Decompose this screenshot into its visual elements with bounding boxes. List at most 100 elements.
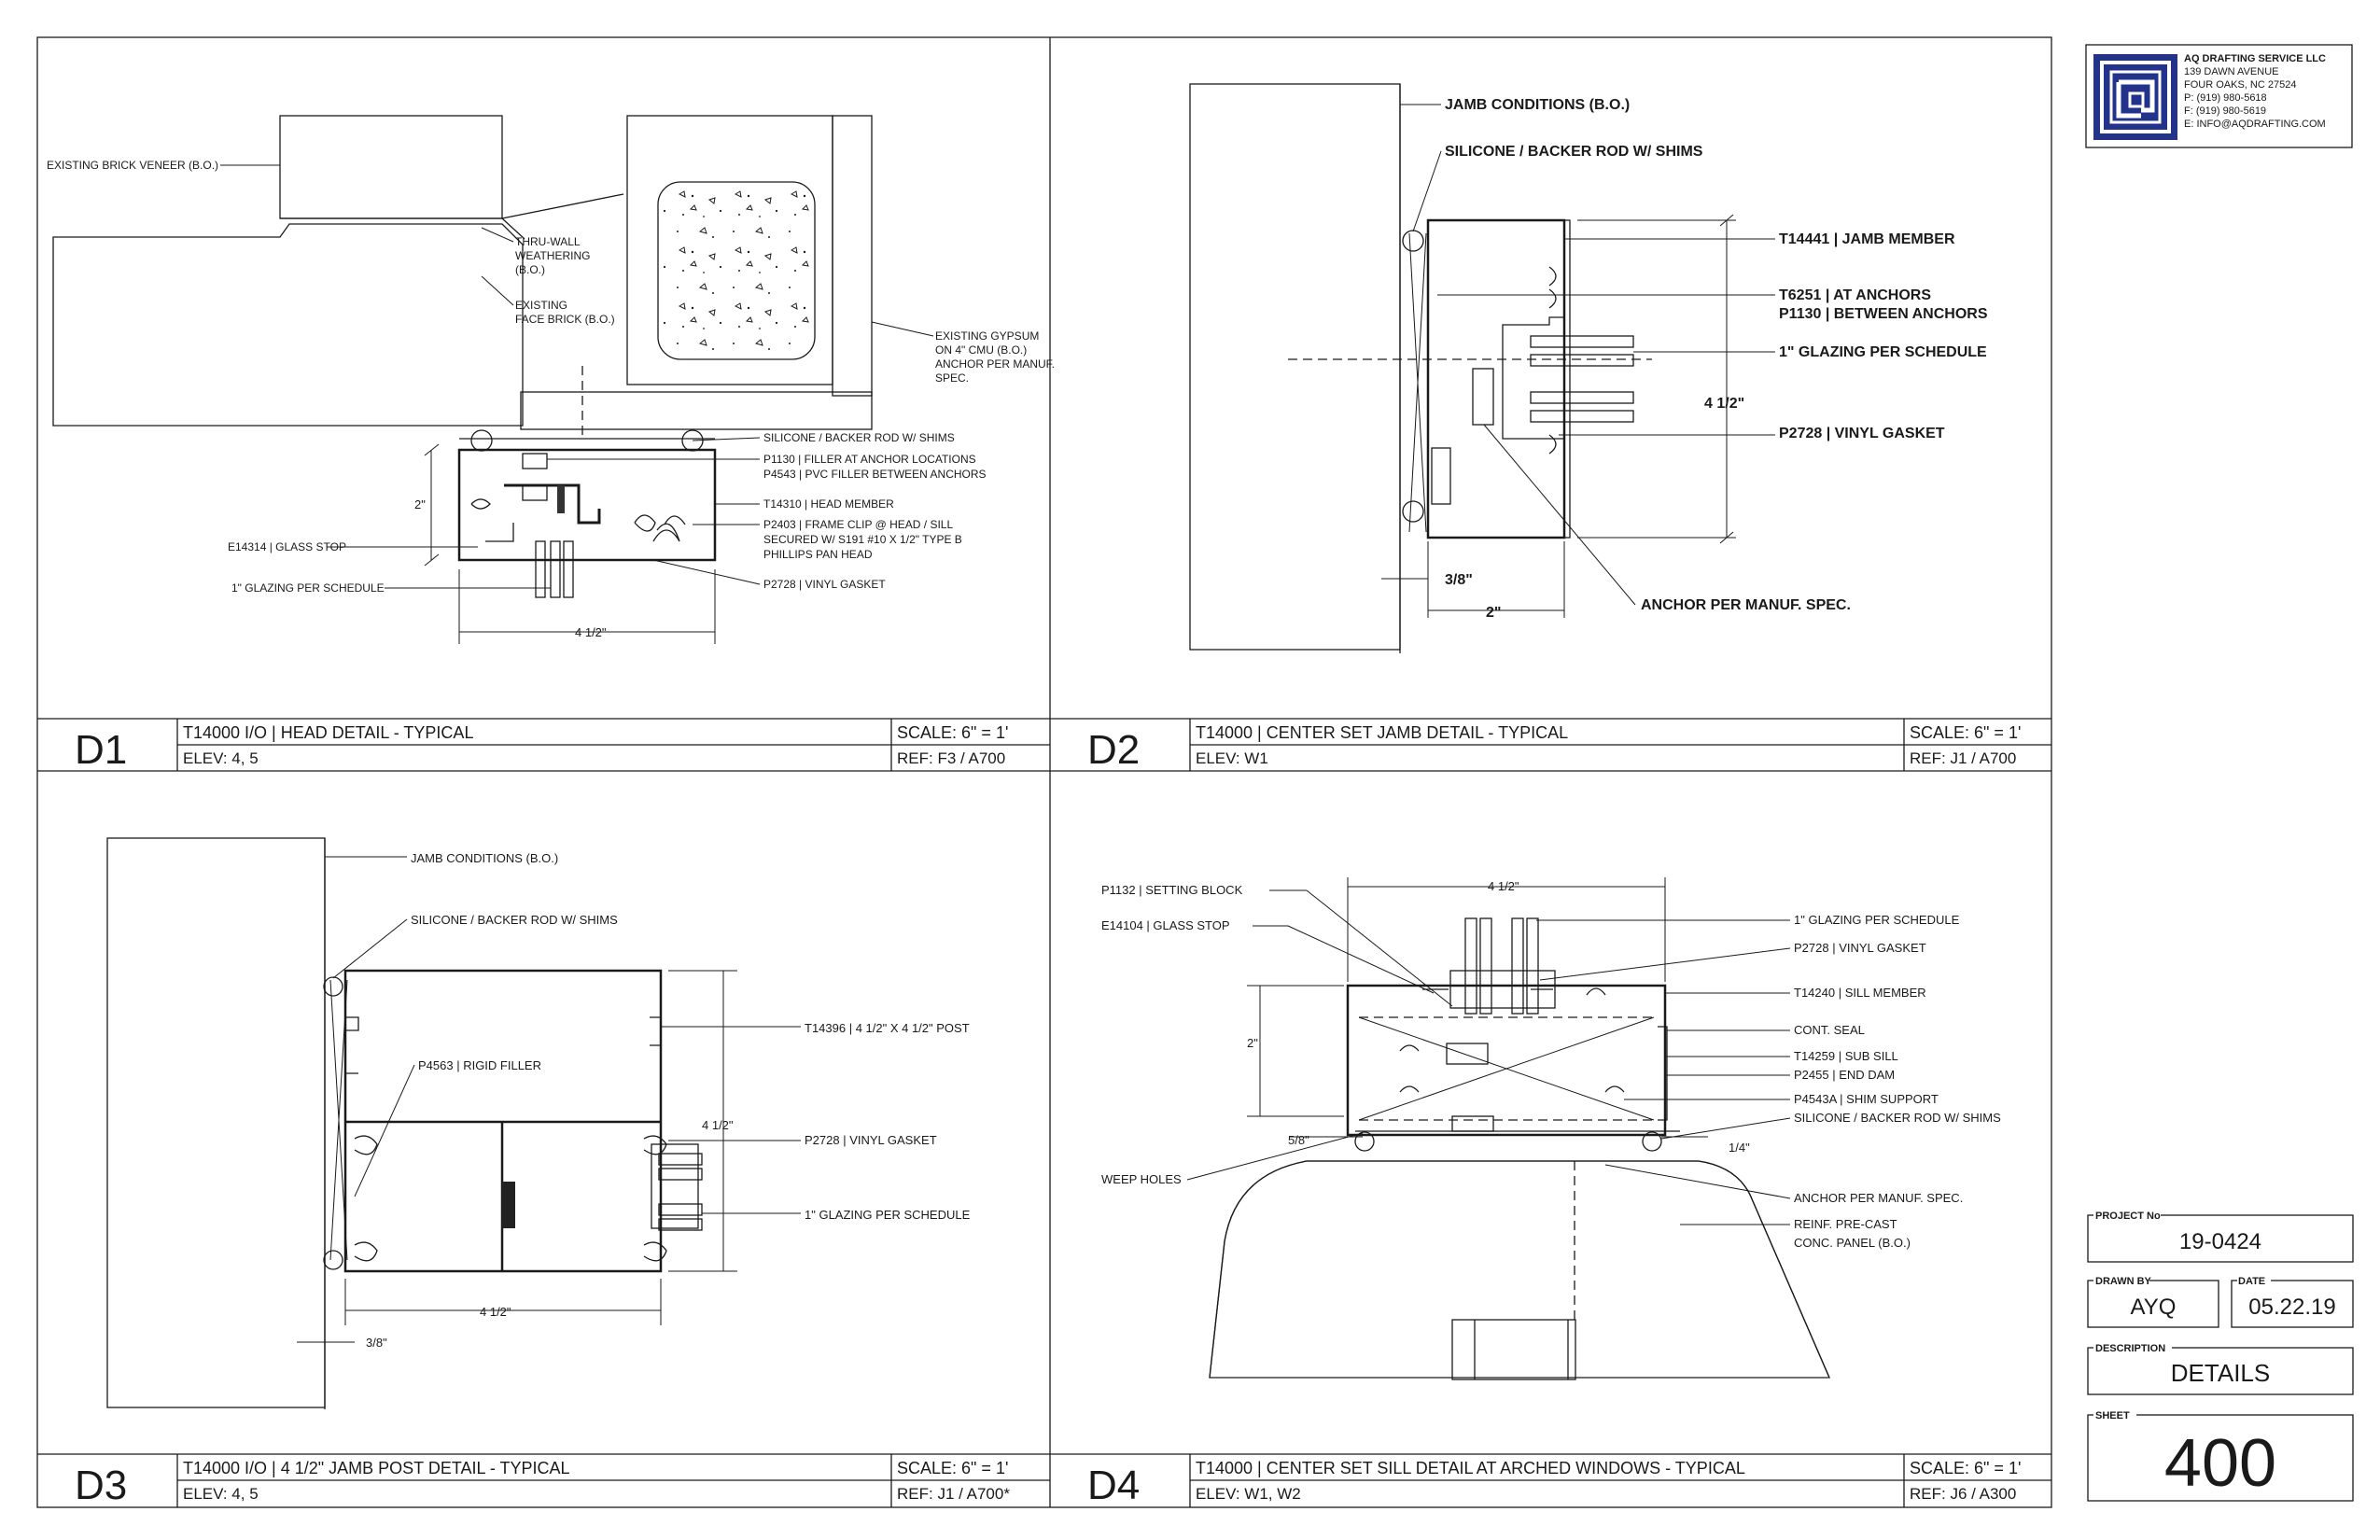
drawing-label: CONC. PANEL (B.O.) xyxy=(1794,1236,1911,1250)
drawing-label: T14259 | SUB SILL xyxy=(1794,1049,1898,1063)
d4-title: T14000 | CENTER SET SILL DETAIL AT ARCHE… xyxy=(1196,1459,1745,1477)
drawing-label: DATE xyxy=(2238,1276,2265,1287)
company-logo xyxy=(2093,54,2177,140)
drawing-label: CONT. SEAL xyxy=(1794,1023,1865,1037)
d4-scale: SCALE: 6" = 1' xyxy=(1910,1459,2021,1477)
drawing-label: SILICONE / BACKER ROD W/ SHIMS xyxy=(411,913,618,927)
drawing-label: 19-0424 xyxy=(2179,1229,2261,1254)
d1-ref: REF: F3 / A700 xyxy=(897,749,1005,767)
drawing-label: WEEP HOLES xyxy=(1101,1172,1182,1186)
d2-elev: ELEV: W1 xyxy=(1196,749,1268,767)
drawing-label: P1132 | SETTING BLOCK xyxy=(1101,883,1243,897)
title-strips xyxy=(37,718,2051,1507)
drawing-label: 1" GLAZING PER SCHEDULE xyxy=(1779,344,1987,360)
d2-title: T14000 | CENTER SET JAMB DETAIL - TYPICA… xyxy=(1196,723,1568,742)
drawing-label: JAMB CONDITIONS (B.O.) xyxy=(1445,97,1630,113)
drawing-label: T14310 | HEAD MEMBER xyxy=(763,497,894,511)
project-number-box: PROJECT No 19-0424 xyxy=(2087,1210,2354,1263)
d1-head-detail: 2" 4 1/2" EXISTING BRICK VENEER (B.O.) T… xyxy=(47,115,1055,644)
company-block: AQ DRAFTING SERVICE LLC 139 DAWN AVENUE … xyxy=(2085,44,2353,148)
d4-ref: REF: J6 / A300 xyxy=(1910,1485,2016,1503)
drawing-label: P4543 | PVC FILLER BETWEEN ANCHORS xyxy=(763,468,987,481)
d1-elev: ELEV: 4, 5 xyxy=(183,749,259,767)
drawing-label: PHILLIPS PAN HEAD xyxy=(763,548,873,561)
drawing-label: F: (919) 980-5619 xyxy=(2184,105,2266,117)
drawing-label: EXISTING GYPSUM xyxy=(935,329,1039,343)
drawing-label: E14314 | GLASS STOP xyxy=(228,540,346,553)
drawing-label: REINF. PRE-CAST xyxy=(1794,1217,1897,1231)
drawing-label: EXISTING BRICK VENEER (B.O.) xyxy=(47,159,218,172)
drawing-label: P2728 | VINYL GASKET xyxy=(763,578,886,591)
drawing-label: DESCRIPTION xyxy=(2095,1343,2165,1354)
drawing-label: E: INFO@AQDRAFTING.COM xyxy=(2184,119,2326,130)
drawing-label: P2728 | VINYL GASKET xyxy=(805,1133,937,1147)
d3-title: T14000 I/O | 4 1/2" JAMB POST DETAIL - T… xyxy=(183,1459,570,1477)
drawing-label: P2455 | END DAM xyxy=(1794,1068,1895,1082)
drawn-by-box: DRAWN BY AYQ xyxy=(2087,1275,2219,1328)
drawing-label: 3/8" xyxy=(366,1336,387,1350)
drawing-label: P2728 | VINYL GASKET xyxy=(1794,941,1926,955)
drawing-label: THRU-WALL xyxy=(515,235,581,248)
d2-ref: REF: J1 / A700 xyxy=(1910,749,2016,767)
drawing-label: P2403 | FRAME CLIP @ HEAD / SILL xyxy=(763,518,953,531)
drawing-label: T6251 | AT ANCHORS xyxy=(1779,287,1931,303)
drawing-label: ANCHOR PER MANUF. SPEC. xyxy=(1794,1191,1963,1205)
drawing-label: 4 1/2" xyxy=(480,1305,511,1319)
date-box: DATE 05.22.19 xyxy=(2231,1275,2354,1328)
drawing-label: WEATHERING xyxy=(515,249,590,262)
drawing-label: FOUR OAKS, NC 27524 xyxy=(2184,79,2296,91)
drawing-label: P1130 | BETWEEN ANCHORS xyxy=(1779,306,1988,322)
drawing-label: SILICONE / BACKER ROD W/ SHIMS xyxy=(763,431,955,444)
drawing-label: 3/8" xyxy=(1445,572,1473,588)
drawing-label: ANCHOR PER MANUF. SPEC. xyxy=(1641,597,1851,613)
drawing-label: P2728 | VINYL GASKET xyxy=(1779,426,1945,441)
drawing-label: 1/4" xyxy=(1729,1141,1750,1155)
sheet-number-box: SHEET 400 xyxy=(2087,1409,2354,1502)
drawing-label: ANCHOR PER MANUF. xyxy=(935,357,1055,371)
drawing-label: 05.22.19 xyxy=(2248,1295,2335,1320)
d1-id: D1 xyxy=(75,727,127,773)
drawing-label: 1" GLAZING PER SCHEDULE xyxy=(805,1208,971,1222)
drawing-label: 400 xyxy=(2164,1426,2276,1501)
drawing-label: FACE BRICK (B.O.) xyxy=(515,313,615,326)
drawing-label: T14396 | 4 1/2" X 4 1/2" POST xyxy=(805,1021,970,1035)
d3-elev: ELEV: 4, 5 xyxy=(183,1485,259,1503)
drawing-label: 2" xyxy=(414,497,426,511)
d1-scale: SCALE: 6" = 1' xyxy=(897,723,1008,742)
d1-title: T14000 I/O | HEAD DETAIL - TYPICAL xyxy=(183,723,473,742)
drawing-label: P: (919) 980-5618 xyxy=(2184,92,2267,104)
d4-sill-detail: 4 1/2" 2" 5/8" 1/4" P1132 | SETTING BLOC… xyxy=(1101,877,2001,1380)
drawing-label: ON 4" CMU (B.O.) xyxy=(935,343,1027,357)
d2-id: D2 xyxy=(1087,727,1140,773)
drawing-label: 1" GLAZING PER SCHEDULE xyxy=(231,581,385,595)
d4-id: D4 xyxy=(1087,1463,1140,1508)
drawing-label: SILICONE / BACKER ROD W/ SHIMS xyxy=(1794,1111,2001,1125)
description-box: DESCRIPTION DETAILS xyxy=(2087,1342,2354,1395)
drawing-label: (B.O.) xyxy=(515,263,545,276)
drawing-label: EXISTING xyxy=(515,299,567,312)
drawing-label: SHEET xyxy=(2095,1410,2130,1421)
d3-scale: SCALE: 6" = 1' xyxy=(897,1459,1008,1477)
d3-id: D3 xyxy=(75,1463,127,1508)
drawing-label: 2" xyxy=(1486,605,1501,621)
drawing-label: 4 1/2" xyxy=(1488,879,1519,893)
drawing-label: 4 1/2" xyxy=(702,1118,734,1132)
drawing-label: AQ DRAFTING SERVICE LLC xyxy=(2184,53,2326,64)
d4-elev: ELEV: W1, W2 xyxy=(1196,1485,1301,1503)
drawing-label: 4 1/2" xyxy=(1704,396,1744,412)
drawing-label: P1130 | FILLER AT ANCHOR LOCATIONS xyxy=(763,453,976,466)
drawing-label: DETAILS xyxy=(2171,1359,2270,1387)
drawing-label: 2" xyxy=(1247,1036,1258,1050)
drawing-label: T14240 | SILL MEMBER xyxy=(1794,986,1926,1000)
drawing-label: E14104 | GLASS STOP xyxy=(1101,918,1230,932)
drawing-label: 4 1/2" xyxy=(575,625,607,639)
drawing-label: T14441 | JAMB MEMBER xyxy=(1779,231,1955,247)
drawing-label: SECURED W/ S191 #10 X 1/2" TYPE B xyxy=(763,533,962,546)
drawing-label: JAMB CONDITIONS (B.O.) xyxy=(411,851,558,865)
drawing-label: PROJECT No xyxy=(2095,1211,2161,1222)
drawing-label: 5/8" xyxy=(1288,1133,1309,1147)
drawing-label: SPEC. xyxy=(935,371,969,385)
drawing-label: DRAWN BY xyxy=(2095,1276,2152,1287)
d3-ref: REF: J1 / A700* xyxy=(897,1485,1010,1503)
